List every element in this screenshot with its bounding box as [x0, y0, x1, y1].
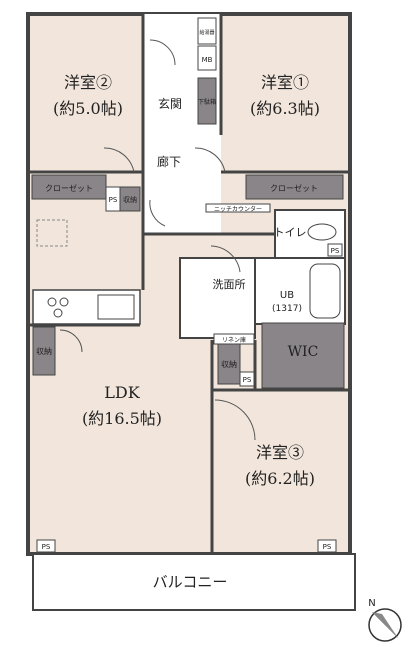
geta: [197, 77, 217, 125]
compass-north-label: N: [368, 598, 375, 609]
compass-icon: [368, 608, 402, 642]
bathtub: [309, 263, 341, 319]
shuno-b: [32, 326, 56, 376]
ps-mid: [239, 371, 255, 387]
ps-toilet-label: PS: [331, 247, 340, 255]
ps-bottom-left-label: PS: [42, 543, 51, 551]
geta-label: 下駄箱: [198, 98, 216, 106]
ub-label: UB: [280, 290, 294, 301]
doors: [59, 39, 256, 441]
hallway-label: 廊下: [157, 154, 181, 169]
closet-left-label: クローゼット: [45, 183, 93, 193]
wic-box: [261, 322, 345, 389]
western3-size: (約6.2帖): [245, 469, 315, 488]
wic-label: WIC: [288, 344, 319, 360]
toilet-bowl: [307, 223, 337, 241]
ps-mid-label: PS: [243, 376, 252, 384]
niche-label: ニッチカウンター: [214, 205, 262, 213]
shuno-a-label: 収納: [123, 195, 137, 204]
shuno-a: [119, 186, 141, 212]
balcony-label: バルコニー: [153, 573, 228, 591]
western1-name: 洋室①: [261, 73, 309, 92]
stove-icon: [47, 297, 69, 318]
shuno-b-label: 収納: [36, 346, 52, 356]
ps-toilet: [327, 243, 343, 257]
walls: [28, 14, 350, 554]
balcony-area: [32, 553, 356, 611]
washroom-area: [179, 257, 256, 339]
closet-right-label: クローゼット: [270, 183, 318, 193]
ps-bottom-left: [36, 539, 56, 553]
ldk-size: (約16.5帖): [82, 409, 162, 428]
western2-name: 洋室②: [64, 73, 112, 92]
mb-box: [197, 45, 217, 71]
linen-box: [213, 333, 255, 345]
mb-label: MB: [202, 56, 213, 64]
sink: [97, 294, 135, 320]
kyutoki-label: 給湯器: [199, 29, 214, 36]
ps-bottom-right: [317, 539, 337, 553]
shuno-c-label: 収納: [221, 359, 237, 369]
ldk-name: LDK: [104, 383, 140, 402]
western3-name: 洋室③: [256, 443, 304, 462]
entrance-label: 玄関: [158, 96, 182, 111]
washroom-label: 洗面所: [213, 278, 246, 291]
kyutoki-box: [197, 17, 217, 45]
western2-size: (約5.0帖): [53, 99, 123, 118]
western1-size: (約6.3帖): [250, 99, 320, 118]
toilet-label: トイレ: [274, 226, 307, 239]
ps-bottom-right-label: PS: [323, 543, 332, 551]
niche-box: [205, 203, 271, 213]
linen-label: リネン庫: [222, 336, 246, 344]
ub-size: (1317): [272, 304, 302, 314]
closet-right: [245, 174, 344, 200]
range-hood: [36, 219, 68, 247]
closet-left: [31, 174, 107, 200]
ps-left-label: PS: [109, 196, 118, 204]
